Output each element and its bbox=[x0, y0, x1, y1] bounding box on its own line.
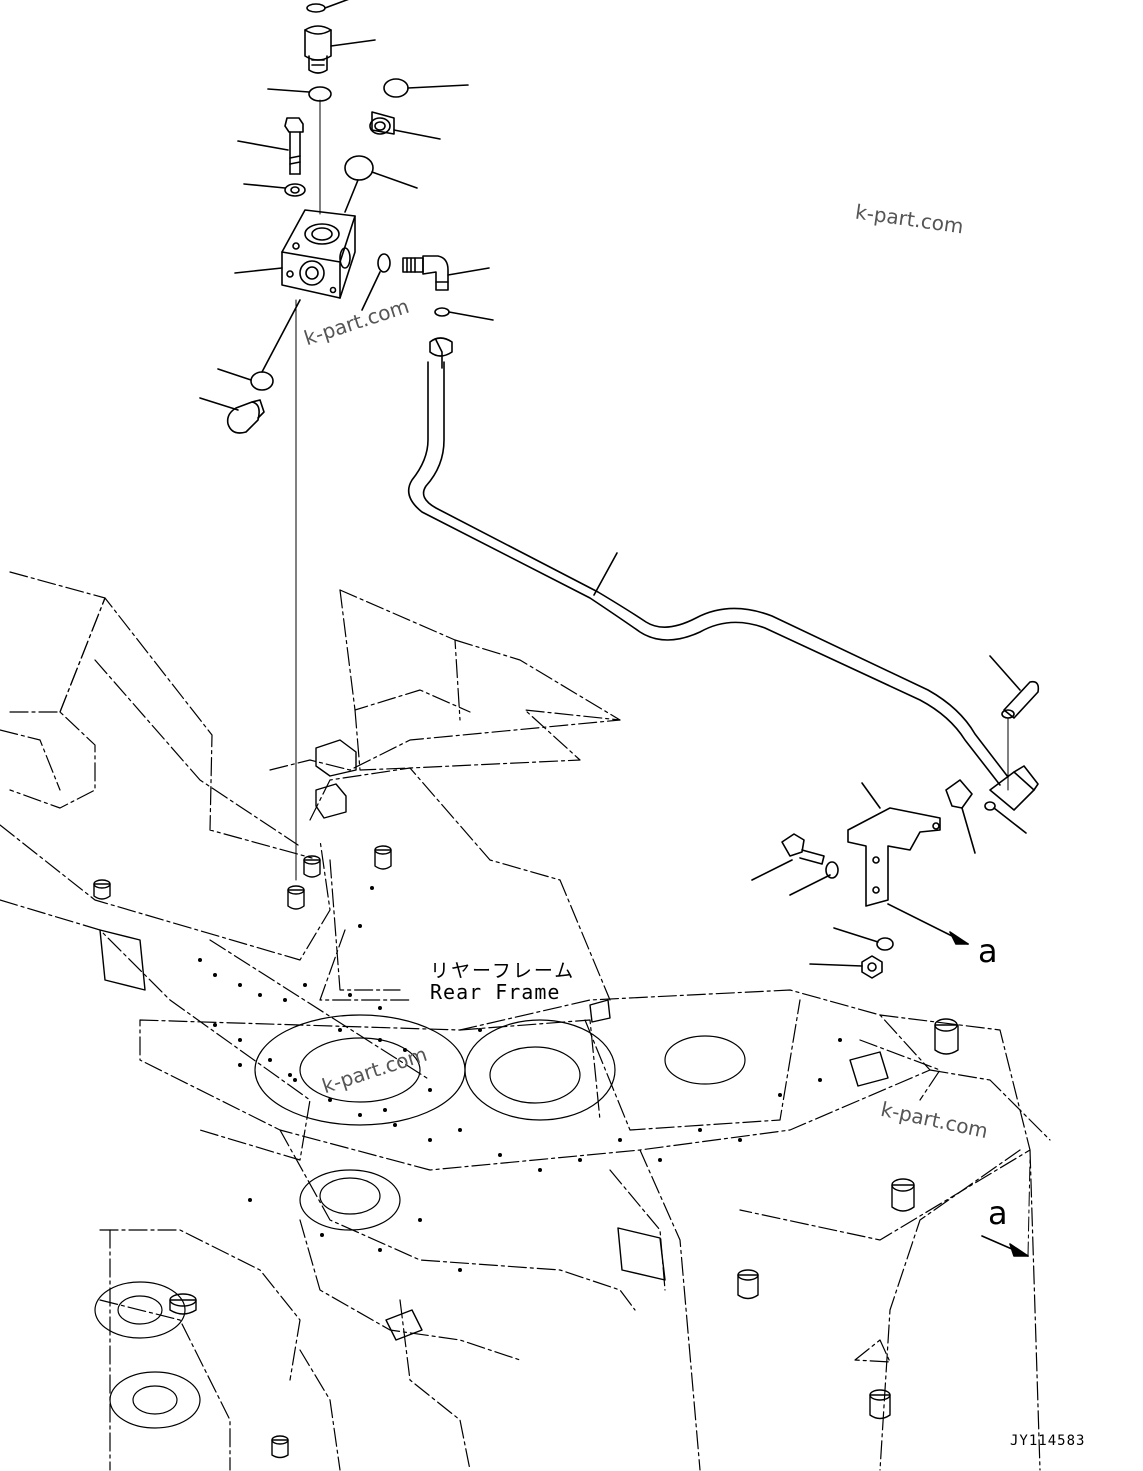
o-ring-small-right bbox=[434, 307, 450, 317]
bracket-nut bbox=[861, 955, 883, 979]
bracket-washer-lower bbox=[876, 937, 894, 951]
frame-holes bbox=[94, 1014, 746, 1429]
adapter-fitting-right bbox=[369, 111, 395, 135]
large-o-ring bbox=[344, 155, 374, 181]
view-mark-upper: a bbox=[978, 932, 998, 970]
frame-bosses bbox=[93, 845, 959, 1459]
bracket bbox=[847, 807, 941, 907]
drawing-number: JY114583 bbox=[1010, 1433, 1086, 1449]
sensor-tip bbox=[1001, 680, 1040, 719]
washer bbox=[284, 183, 306, 197]
cap-plug-right bbox=[383, 78, 409, 98]
frame-dots bbox=[198, 886, 842, 1272]
bolt bbox=[284, 117, 304, 175]
o-ring-top bbox=[308, 86, 332, 102]
plug-left bbox=[226, 399, 265, 434]
cap-plug-left bbox=[250, 371, 274, 391]
hydraulic-hose bbox=[407, 337, 1039, 811]
frame-label-japanese: リヤーフレーム bbox=[430, 960, 576, 982]
small-o-ring bbox=[377, 253, 391, 273]
clip bbox=[945, 779, 973, 809]
frame-label-english: Rear Frame bbox=[430, 980, 561, 1004]
bracket-washer bbox=[825, 861, 839, 879]
rear-frame bbox=[0, 571, 1051, 1471]
top-elbow-fitting bbox=[304, 3, 332, 74]
valve-block bbox=[281, 209, 356, 299]
view-mark-lower: a bbox=[988, 1194, 1008, 1232]
elbow-fitting bbox=[402, 255, 449, 291]
bracket-bolt bbox=[781, 833, 825, 865]
frame-blocks bbox=[99, 739, 889, 1341]
